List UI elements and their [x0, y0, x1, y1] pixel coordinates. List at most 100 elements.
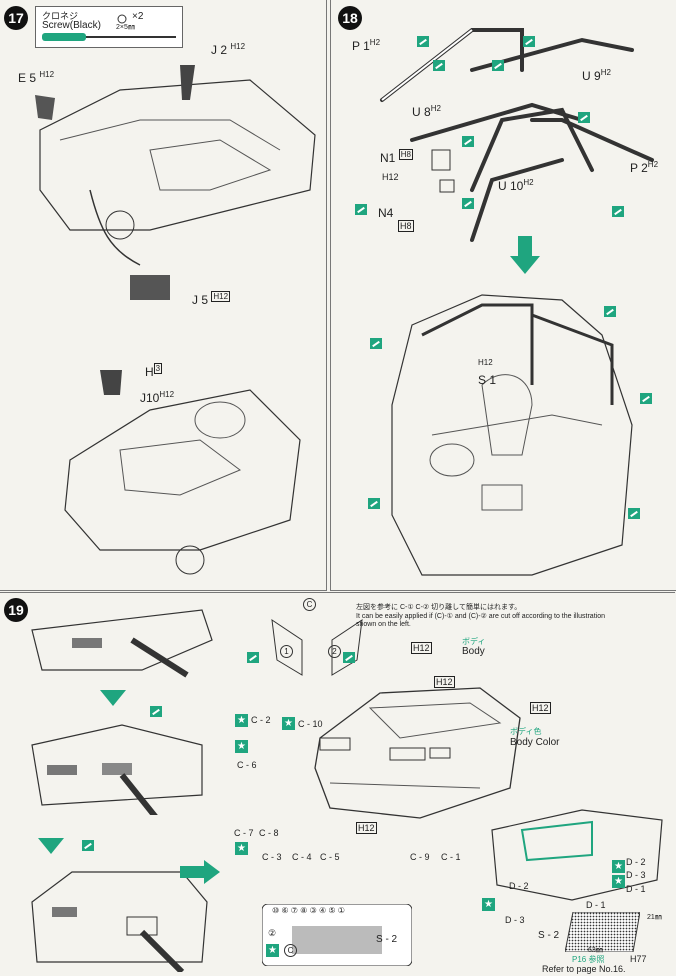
label-n4: N4 [378, 206, 394, 220]
label-u10: U 10H2 [498, 178, 534, 193]
cut-note-en-1: It can be easily applied if (C)-① and (C… [356, 613, 605, 620]
refer-jp: P16 参照 [572, 955, 605, 964]
screw-count: ×2 [132, 11, 144, 22]
paint-mark [612, 206, 624, 217]
label-j10: J10H12 [140, 390, 175, 405]
body-h12-roof: H12 [434, 676, 455, 688]
panel-step19 [0, 592, 675, 976]
screwdriver-icon [42, 14, 176, 41]
paint-mark [355, 204, 367, 215]
cut-note-en-2: shown on the left. [356, 621, 411, 628]
decal-d-1a: D - 1 [626, 884, 646, 894]
body-label-en: Body [462, 646, 485, 657]
paint-mark [492, 60, 504, 71]
down-arrow-icon [510, 236, 540, 274]
bodycolor-label-en: Body Color [510, 737, 560, 748]
decal-d-2b: D - 2 [509, 881, 529, 891]
panel-step18 [330, 0, 676, 591]
star-mark-icon: ★ [235, 740, 248, 753]
decal-c-9: C - 9 [410, 852, 430, 862]
paint-mark [82, 840, 94, 851]
paint-mark [462, 198, 474, 209]
cut-mark-c: C [303, 598, 316, 611]
paint-mark [417, 36, 429, 47]
decal-c-4: C - 4 [292, 852, 312, 862]
decal-c-6: C - 6 [237, 760, 257, 770]
decal-sheet-s2: S - 2 [376, 934, 398, 945]
paint-mark [343, 652, 355, 663]
decal-c-1: C - 1 [441, 852, 461, 862]
label-p2: P 2H2 [630, 160, 659, 175]
dimension-width: 63㎜ [588, 947, 603, 954]
label-u9: U 9H2 [582, 68, 611, 83]
down-arrow-icon [100, 690, 126, 706]
paint-h77: H77 [630, 954, 647, 964]
decal-c1-marker: 1 [280, 645, 293, 658]
paint-mark [368, 498, 380, 509]
paint-mark [370, 338, 382, 349]
screw-size: 2×5㎜ [116, 24, 135, 31]
star-mark-icon: ★ [235, 842, 248, 855]
decal-sheet-illustration [262, 904, 412, 966]
decal-c2-marker: 2 [328, 645, 341, 658]
step-number-19: 19 [4, 598, 28, 622]
rear-panel-decal-illustration [31, 871, 208, 972]
paint-mark [523, 36, 535, 47]
decal-c-10: C - 10 [298, 719, 323, 729]
rear-bumper-decal-illustration [31, 609, 213, 678]
decal-d-2a: D - 2 [626, 857, 646, 867]
star-mark-icon: ★ [482, 898, 495, 911]
car-body-illustration [314, 687, 521, 819]
refer-en: Refer to page No.16. [542, 964, 626, 974]
label-e5: E 5 H12 [18, 70, 55, 85]
label-p1: P 1H2 [352, 38, 381, 53]
right-arrow-icon [180, 860, 220, 884]
star-mark-icon: ★ [612, 875, 625, 888]
roll-cage-installed-illustration [391, 294, 633, 576]
star-mark-icon: ★ [612, 860, 625, 873]
body-h12-side: H12 [530, 702, 551, 714]
paint-mark [604, 306, 616, 317]
paint-mark [150, 706, 162, 717]
paint-mark [433, 60, 445, 71]
label-j5: J 5 H12 [192, 291, 231, 307]
label-n4-h8: H8 [398, 220, 414, 232]
paint-mark [247, 652, 259, 663]
engine-bay-illustration-bottom [64, 370, 301, 575]
decal-d-3b: D - 3 [505, 915, 525, 925]
step-number-18: 18 [338, 6, 362, 30]
decal-sheet-numbers: ⑩ ⑥ ⑦ ⑧ ③ ④ ⑤ ① [272, 906, 345, 915]
decal-sheet-left: ② [268, 928, 277, 938]
step-number-17: 17 [4, 6, 28, 30]
decal-c-7: C - 7 [234, 828, 254, 838]
bodycolor-label-jp: ボディ色 [510, 727, 542, 736]
star-mark-icon: ★ [282, 717, 295, 730]
panel-step17 [0, 0, 327, 591]
decal-d-3a: D - 3 [626, 870, 646, 880]
decal-sheet-c: C [284, 944, 297, 957]
screw-label-en: Screw(Black) [42, 20, 101, 31]
decal-c-3: C - 3 [262, 852, 282, 862]
cut-note-jp: 左図を参考に C-① C-② 切り離して簡単にはれます。 [356, 604, 522, 611]
star-mark-icon: ★ [266, 944, 279, 957]
decal-c-2: C - 2 [251, 715, 271, 725]
body-label-jp: ボディ [462, 637, 486, 646]
body-h12-bumper: H12 [356, 822, 377, 834]
label-n1: N1 H8 [380, 149, 413, 165]
paint-mark [628, 508, 640, 519]
paint-mark [578, 112, 590, 123]
screw-callout: クロネジ Screw(Black) ×2 2×5㎜ [35, 6, 183, 48]
label-j2: J 2 H12 [211, 42, 246, 57]
roll-cage-parts-illustration [380, 28, 654, 242]
body-h12: H12 [411, 642, 432, 654]
decal-s2: S - 2 [538, 930, 560, 941]
paint-mark [462, 136, 474, 147]
dimension-height: 21㎜ [647, 914, 662, 921]
rear-bumper-detail-illustration [491, 809, 663, 901]
decal-c-8: C - 8 [259, 828, 279, 838]
label-u8: U 8H2 [412, 104, 441, 119]
paint-mark [640, 393, 652, 404]
decal-d-1b: D - 1 [586, 900, 606, 910]
